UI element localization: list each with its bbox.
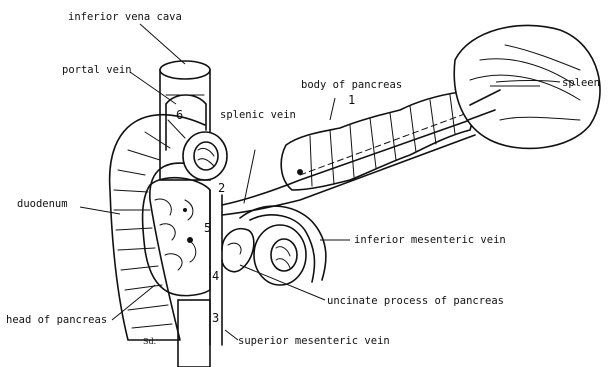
body-of-pancreas <box>281 92 472 190</box>
label-duodenum: duodenum <box>17 198 68 210</box>
marker-1: 1 <box>348 93 355 107</box>
artist-signature: Sd. <box>143 337 156 346</box>
marker-2: 2 <box>218 181 225 195</box>
label-superior-mesenteric-vein: superior mesenteric vein <box>238 335 390 347</box>
head-of-pancreas <box>143 178 210 296</box>
label-inferior-vena-cava: inferior vena cava <box>68 11 182 23</box>
label-portal-vein: portal vein <box>62 64 132 76</box>
label-splenic-vein: splenic vein <box>220 109 296 121</box>
inferior-vena-cava <box>160 61 210 367</box>
splenic-vein <box>222 120 475 215</box>
label-uncinate-process: uncinate process of pancreas <box>327 295 504 307</box>
marker-3: 3 <box>212 311 219 325</box>
label-body-of-pancreas: body of pancreas <box>301 79 402 91</box>
marker-4: 4 <box>212 269 219 283</box>
vessel-cross-section-lower <box>254 225 306 285</box>
uncinate-process <box>222 229 254 272</box>
label-spleen: spleen <box>562 77 600 89</box>
marker-6: 6 <box>176 108 183 122</box>
label-inferior-mesenteric-vein: inferior mesenteric vein <box>354 234 506 246</box>
marker-5: 5 <box>204 221 211 235</box>
label-head-of-pancreas: head of pancreas <box>6 314 107 326</box>
vessel-cross-section-upper <box>183 132 227 180</box>
